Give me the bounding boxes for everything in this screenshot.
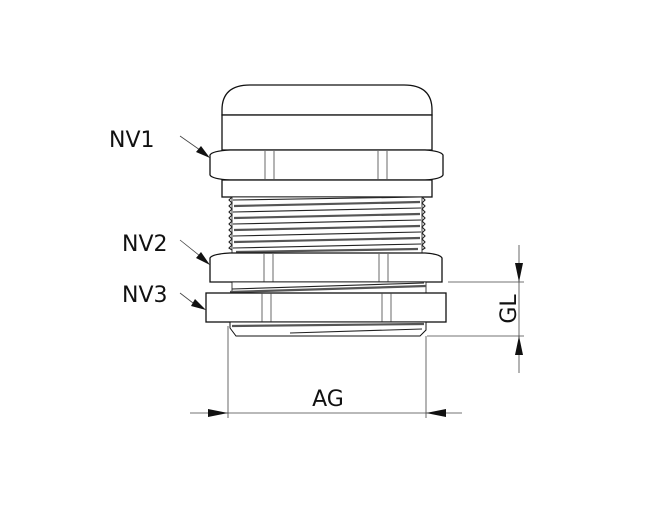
dimension-ag: AG (190, 326, 462, 418)
gland-body (221, 179, 433, 198)
mid-thread (229, 281, 427, 294)
label-nv3: NV3 (122, 283, 168, 308)
leader-nv2 (179, 239, 210, 265)
label-ag: AG (312, 387, 344, 412)
dome-cap (221, 84, 433, 151)
label-nv2: NV2 (122, 232, 168, 257)
dimension-gl: GL (427, 245, 524, 373)
label-nv1: NV1 (109, 128, 155, 153)
label-gl: GL (497, 294, 522, 324)
main-thread (228, 196, 426, 254)
leader-nv3 (179, 292, 206, 310)
leader-nv1 (179, 135, 210, 158)
nut-nv1 (209, 149, 444, 181)
bottom-thread (229, 321, 427, 337)
nut-nv2 (209, 252, 443, 283)
nut-nv3 (205, 292, 447, 323)
